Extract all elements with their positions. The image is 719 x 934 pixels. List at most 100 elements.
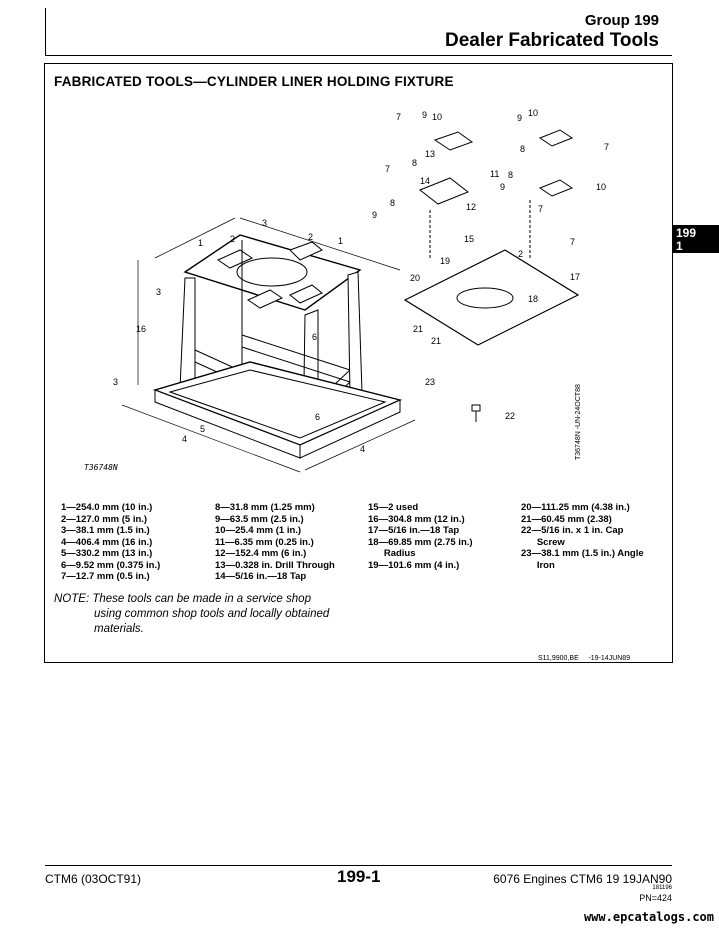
note-line: materials. <box>94 623 144 635</box>
svg-text:1: 1 <box>198 238 203 248</box>
legend-item: 9—63.5 mm (2.5 in.) <box>215 513 304 525</box>
svg-text:17: 17 <box>570 272 580 282</box>
svg-text:9: 9 <box>517 113 522 123</box>
note-line: using common shop tools and locally obta… <box>94 608 330 620</box>
svg-text:10: 10 <box>596 182 606 192</box>
svg-text:7: 7 <box>385 164 390 174</box>
svg-text:12: 12 <box>466 202 476 212</box>
svg-text:2: 2 <box>308 232 313 242</box>
svg-text:21: 21 <box>431 336 441 346</box>
svg-text:2: 2 <box>518 249 523 259</box>
legend-item: 20—111.25 mm (4.38 in.) <box>521 502 630 513</box>
document-code: S11,9900,BE -19-14JUN89 <box>538 655 631 662</box>
svg-text:6: 6 <box>312 332 317 342</box>
group-title: Group 199 <box>584 12 659 29</box>
dimension-lines <box>121 217 416 473</box>
header-rule-vertical <box>45 8 46 55</box>
section-tab: 199 1 <box>672 225 719 253</box>
stand-drawing <box>152 234 403 459</box>
svg-text:10: 10 <box>432 112 442 122</box>
note-line: NOTE: These tools can be made in a servi… <box>54 593 311 605</box>
legend-item: 8—31.8 mm (1.25 mm) <box>215 502 315 513</box>
legend-item: 17—5/16 in.—18 Tap <box>368 525 460 536</box>
legend-item: 2—127.0 mm (5 in.) <box>61 513 148 525</box>
svg-text:8: 8 <box>508 170 513 180</box>
figure-ref-left: T36748N <box>84 463 118 472</box>
svg-text:9: 9 <box>422 110 427 120</box>
section-title: Dealer Fabricated Tools <box>445 30 659 51</box>
svg-text:18: 18 <box>528 294 538 304</box>
svg-text:4: 4 <box>182 434 187 444</box>
svg-text:14: 14 <box>420 176 430 186</box>
svg-text:13: 13 <box>425 149 435 159</box>
svg-text:20: 20 <box>410 273 420 283</box>
legend-item: 4—406.4 mm (16 in.) <box>61 536 153 548</box>
legend-col-1: 1—254.0 mm (10 in.) 2—127.0 mm (5 in.) 3… <box>61 502 160 583</box>
legend-col-3: 15—2 used 16—304.8 mm (12 in.) 17—5/16 i… <box>368 502 473 571</box>
svg-text:6: 6 <box>315 412 320 422</box>
svg-text:22: 22 <box>505 411 515 421</box>
legend-col-2: 8—31.8 mm (1.25 mm) 9—63.5 mm (2.5 in.) … <box>215 502 335 583</box>
svg-text:7: 7 <box>396 112 401 122</box>
footer-manual-id: CTM6 (03OCT91) <box>45 872 142 886</box>
svg-text:11: 11 <box>490 169 499 179</box>
svg-text:21: 21 <box>413 324 423 334</box>
legend-item: 1—254.0 mm (10 in.) <box>61 502 153 513</box>
svg-text:23: 23 <box>425 377 435 387</box>
note: NOTE: These tools can be made in a servi… <box>54 592 329 637</box>
legend-item: 13—0.328 in. Drill Through <box>215 559 335 571</box>
svg-text:3: 3 <box>113 377 118 387</box>
legend-item: 21—60.45 mm (2.38) <box>521 513 612 525</box>
legend-item: 22—5/16 in. x 1 in. Cap <box>521 525 624 536</box>
legend-item: 3—38.1 mm (1.5 in.) <box>61 525 150 536</box>
legend-col-4: 20—111.25 mm (4.38 in.) 21—60.45 mm (2.3… <box>521 502 644 571</box>
tab-page: 1 <box>676 239 683 253</box>
svg-text:8: 8 <box>520 144 525 154</box>
svg-text:7: 7 <box>570 237 575 247</box>
header-rule <box>45 55 672 56</box>
svg-text:2: 2 <box>230 234 235 244</box>
footer-code: 181196 <box>652 885 672 891</box>
legend-item: 10—25.4 mm (1 in.) <box>215 525 302 536</box>
svg-text:7: 7 <box>604 142 609 152</box>
legend-item: 7—12.7 mm (0.5 in.) <box>61 571 150 582</box>
svg-text:15: 15 <box>464 234 474 244</box>
figure-title: FABRICATED TOOLS—CYLINDER LINER HOLDING … <box>54 74 454 89</box>
svg-text:19: 19 <box>440 256 450 266</box>
footer-pn: PN=424 <box>639 893 672 903</box>
legend-item: 12—152.4 mm (6 in.) <box>215 548 307 559</box>
legend-item: Radius <box>368 548 416 559</box>
svg-text:5: 5 <box>200 424 205 434</box>
svg-text:3: 3 <box>156 287 161 297</box>
legend-item: 19—101.6 mm (4 in.) <box>368 559 460 571</box>
legend-item: Screw <box>521 536 565 548</box>
watermark: www.epcatalogs.com <box>583 910 714 924</box>
legend-item: Iron <box>521 559 555 571</box>
svg-text:8: 8 <box>412 158 417 168</box>
svg-text:4: 4 <box>360 444 365 454</box>
svg-text:7: 7 <box>538 204 543 214</box>
svg-text:1: 1 <box>338 236 343 246</box>
legend-item: 23—38.1 mm (1.5 in.) Angle <box>521 548 644 559</box>
clamp-plates-drawing <box>403 129 580 422</box>
tab-group: 199 <box>676 226 697 240</box>
legend-item: 5—330.2 mm (13 in.) <box>61 548 153 559</box>
legend-item: 14—5/16 in.—18 Tap <box>215 571 307 582</box>
svg-text:9: 9 <box>372 210 377 220</box>
figure-panel <box>44 63 673 663</box>
legend-item: 6—9.52 mm (0.375 in.) <box>61 559 161 571</box>
legend-item: 16—304.8 mm (12 in.) <box>368 513 465 525</box>
legend-item: 11—6.35 mm (0.25 in.) <box>215 536 314 548</box>
svg-text:16: 16 <box>136 324 146 334</box>
figure-ref-vertical: T36748N -UN-24OCT88 <box>575 384 582 460</box>
page-number: 199-1 <box>337 867 381 886</box>
footer-rule <box>45 865 672 866</box>
svg-text:9: 9 <box>500 182 505 192</box>
footer-manual-title: 6076 Engines CTM6 19 19JAN90 <box>493 872 672 886</box>
svg-text:8: 8 <box>390 198 395 208</box>
legend-item: 15—2 used <box>368 502 419 513</box>
svg-text:3: 3 <box>262 218 267 228</box>
svg-text:10: 10 <box>528 108 538 118</box>
legend-item: 18—69.85 mm (2.75 in.) <box>368 536 473 548</box>
fixture-illustration: 1 2 3 2 1 3 16 6 3 23 5 4 6 4 7 9 10 8 1… <box>113 108 609 473</box>
